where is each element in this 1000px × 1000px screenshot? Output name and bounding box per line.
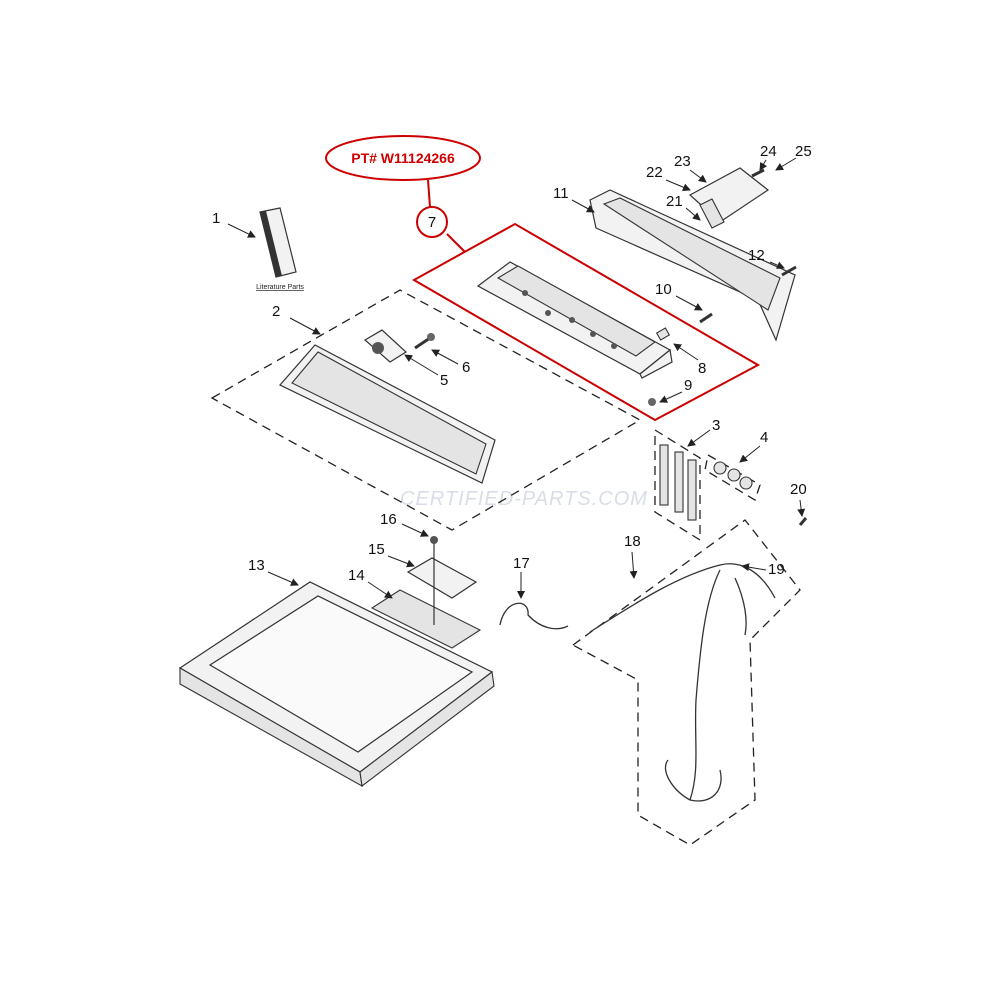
- label-9: 9: [684, 377, 692, 394]
- label-20: 20: [790, 481, 807, 498]
- part-14-bracket[interactable]: 14: [348, 567, 482, 649]
- label-11: 11: [553, 185, 569, 202]
- literature-caption: Literature Parts: [256, 284, 304, 291]
- part-8-clip[interactable]: 8: [655, 327, 707, 377]
- part-22[interactable]: 22: [646, 164, 691, 191]
- part-6-screw[interactable]: 6: [414, 333, 470, 376]
- label-21: 21: [666, 193, 683, 210]
- callout-connector: [427, 179, 431, 208]
- wire-harness-group-outline: [571, 519, 801, 846]
- part-16-screw[interactable]: 16: [380, 511, 438, 625]
- part-9-screw[interactable]: 9: [648, 377, 692, 406]
- part-24-screw[interactable]: 24: [751, 143, 777, 178]
- part-21[interactable]: 21: [666, 193, 701, 221]
- part-4-screws[interactable]: 4: [713, 429, 768, 490]
- label-19: 19: [768, 561, 785, 578]
- label-8: 8: [698, 360, 706, 377]
- part-2-console-panel[interactable]: 2: [272, 303, 496, 484]
- watermark-text: CERTIFIED-PARTS.COM: [400, 488, 648, 510]
- part-number-callout[interactable]: PT# W11124266 7: [325, 135, 481, 253]
- part-11-bracket[interactable]: 11: [553, 185, 796, 342]
- item-7-circle: [416, 206, 448, 238]
- label-14: 14: [348, 567, 365, 584]
- label-12: 12: [748, 247, 765, 264]
- label-25: 25: [795, 143, 812, 160]
- label-13: 13: [248, 557, 265, 574]
- item-7-number: 7: [428, 214, 436, 231]
- console-assembly-group-outline: [210, 289, 642, 531]
- part-25[interactable]: 25: [775, 143, 812, 171]
- part-19-wire-harness[interactable]: 19: [589, 561, 785, 802]
- label-17: 17: [513, 555, 530, 572]
- part-7-highlight-box: [411, 222, 761, 422]
- label-23: 23: [674, 153, 691, 170]
- label-6: 6: [462, 359, 470, 376]
- part-20-screw[interactable]: 20: [790, 481, 808, 526]
- part-13-top-lid[interactable]: 13: [178, 557, 495, 788]
- callout-leader: [446, 233, 466, 253]
- part-4-group-outline: [704, 453, 761, 501]
- label-15: 15: [368, 541, 385, 558]
- label-2: 2: [272, 303, 280, 320]
- part-7-console[interactable]: [476, 261, 673, 379]
- part-3-hinge-set[interactable]: 3: [659, 417, 720, 521]
- part-23-lid-lock[interactable]: 23: [674, 153, 770, 229]
- label-4: 4: [760, 429, 768, 446]
- label-22: 22: [646, 164, 663, 181]
- part-18[interactable]: 18: [624, 533, 641, 579]
- part-number-oval: [325, 135, 481, 181]
- label-10: 10: [655, 281, 672, 298]
- part-number-text: PT# W11124266: [351, 150, 455, 166]
- label-24: 24: [760, 143, 777, 160]
- label-5: 5: [440, 372, 448, 389]
- part-10-screw[interactable]: 10: [655, 281, 713, 324]
- part-3-group-outline: [654, 428, 701, 542]
- part-15-switch[interactable]: 15: [368, 541, 478, 599]
- label-3: 3: [712, 417, 720, 434]
- label-16: 16: [380, 511, 397, 528]
- part-17-sensor[interactable]: 17: [499, 555, 569, 630]
- label-1: 1: [212, 210, 220, 227]
- part-1-literature[interactable]: Literature Parts 1: [212, 207, 304, 291]
- part-12-screw[interactable]: 12: [748, 247, 797, 277]
- label-18: 18: [624, 533, 641, 550]
- part-5-knob-housing[interactable]: 5: [363, 329, 448, 389]
